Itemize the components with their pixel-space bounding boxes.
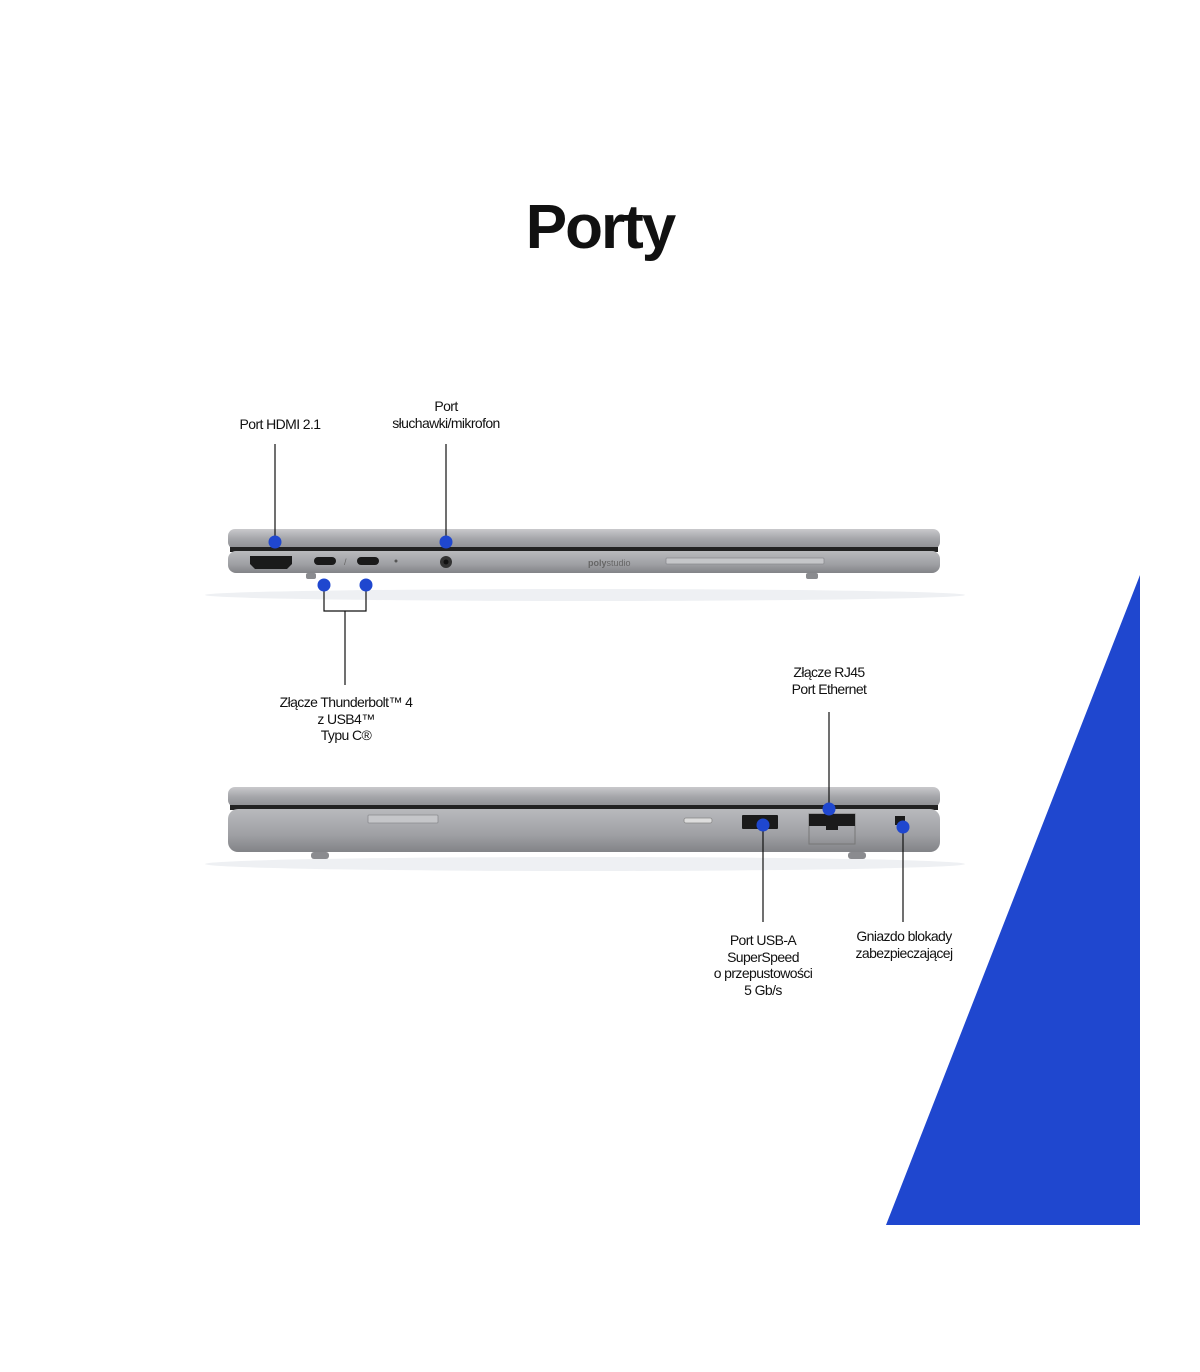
usb-a-callout: Port USB-A SuperSpeed o przepustowości 5… [714, 932, 813, 998]
laptop-right-side [205, 787, 965, 871]
leader-lines [274, 444, 904, 922]
usb-c-port-icon [314, 557, 336, 565]
usb-a-label-line: o przepustowości [713, 965, 813, 981]
svg-text:/: / [344, 557, 347, 567]
usb-a-label-line: 5 Gb/s [744, 981, 782, 998]
thunderbolt-label-line: Złącze Thunderbolt™ 4 [279, 694, 413, 710]
lock-callout: Gniazdo blokady zabezpieczającej [855, 928, 953, 961]
page-title: Porty [525, 193, 676, 262]
rj45-label-line: Port Ethernet [791, 680, 867, 697]
usb-c-port-icon [357, 557, 379, 565]
thunderbolt-label-line: Typu C® [320, 727, 372, 743]
usb-a-label-line: SuperSpeed [727, 948, 799, 965]
audio-label-line: słuchawki/mikrofon [392, 414, 500, 431]
poly-studio-logo: polystudio [588, 558, 631, 568]
rj45-label-line: Złącze RJ45 [793, 664, 865, 680]
audio-callout: Port słuchawki/mikrofon [392, 398, 500, 431]
hdmi-label: Port HDMI 2.1 [239, 416, 321, 432]
callout-dots [268, 535, 910, 834]
rj45-callout: Złącze RJ45 Port Ethernet [792, 664, 867, 697]
lock-label-line: Gniazdo blokady [856, 928, 952, 944]
thunderbolt-callout: Złącze Thunderbolt™ 4 z USB4™ Typu C® [280, 694, 413, 744]
laptop-left-side: / polystudio [205, 529, 965, 601]
hdmi-port-icon [250, 556, 292, 569]
audio-label-line: Port [434, 398, 458, 414]
lock-label-line: zabezpieczającej [855, 944, 953, 961]
usb-a-label-line: Port USB-A [729, 932, 797, 948]
thunderbolt-label-line: z USB4™ [317, 710, 375, 727]
blue-accent-triangle [886, 575, 1140, 1225]
lock-slot-icon [895, 816, 905, 825]
hdmi-callout: Port HDMI 2.1 [240, 416, 321, 433]
